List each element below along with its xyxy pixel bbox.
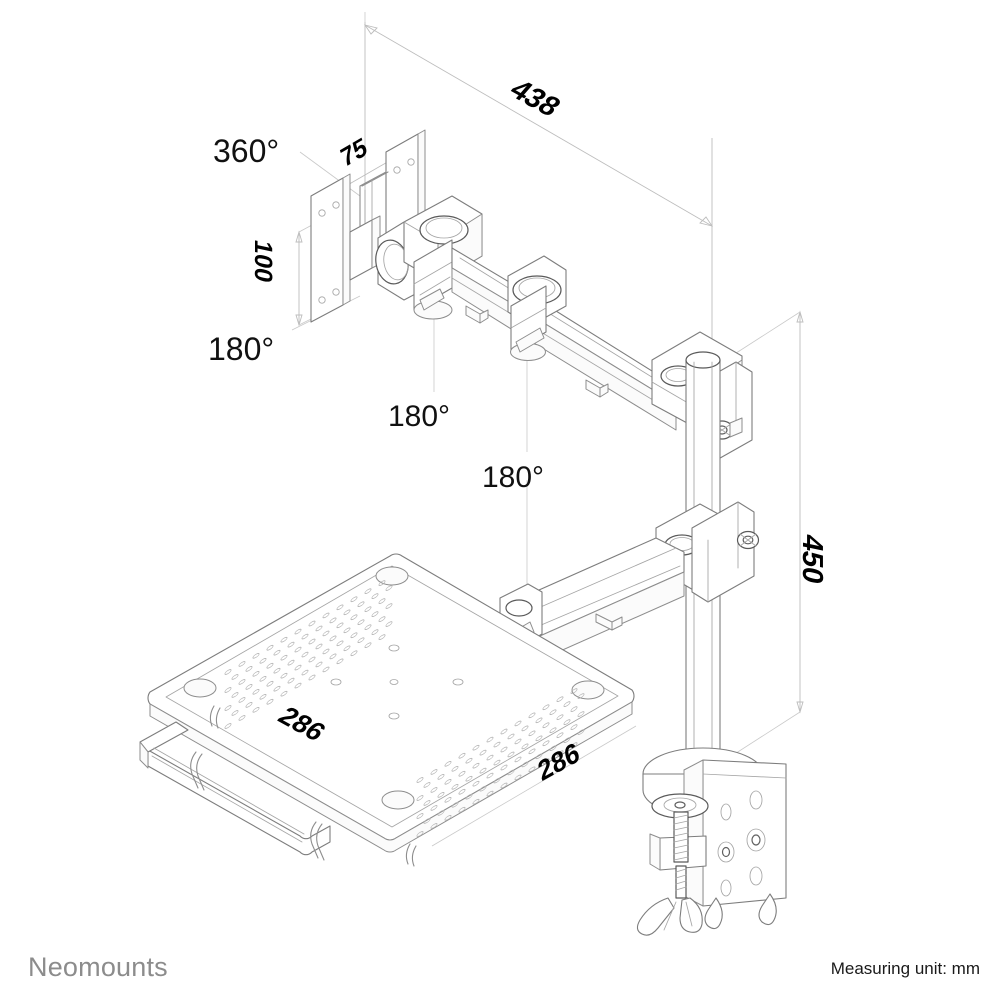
laptop-stop-bar <box>139 705 417 867</box>
mid-pivot-joint <box>507 255 567 361</box>
cable-clip <box>585 379 609 398</box>
dimension-label-vesa-100: 100 <box>249 237 277 286</box>
rotation-label-pole-180: 180° <box>482 461 545 494</box>
clamp-wing-handle <box>636 897 703 936</box>
rotation-label-head-360: 360° <box>213 133 280 169</box>
monitor-head-joint <box>375 195 483 320</box>
rotation-label-elbow-180: 180° <box>388 400 451 433</box>
rotation-label-plate-180: 180° <box>208 331 275 367</box>
laptop-tray <box>147 553 635 853</box>
dimension-label-height-450: 450 <box>796 531 828 587</box>
brand-logo-neomounts: Neomounts <box>28 952 168 982</box>
cable-clip <box>465 305 489 324</box>
measuring-unit-note: Measuring unit: mm <box>830 959 980 978</box>
desk-clamp <box>636 747 787 936</box>
